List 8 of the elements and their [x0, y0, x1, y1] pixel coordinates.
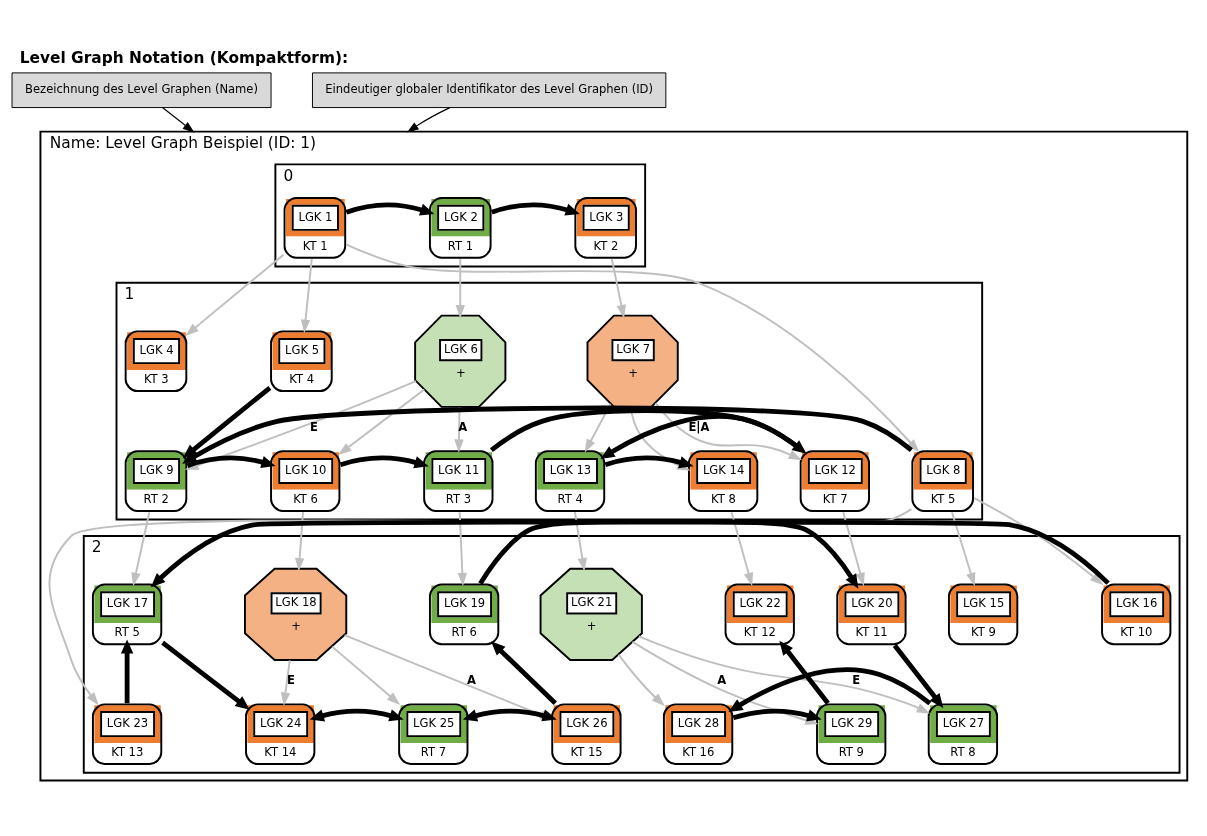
- edge-label: A: [458, 419, 468, 434]
- edge-label: E: [286, 672, 295, 687]
- edge-label: E: [310, 419, 318, 434]
- edge-label: A: [717, 672, 727, 687]
- edge-label: E|A: [688, 419, 710, 434]
- edge-label: E: [852, 672, 861, 687]
- diagram-title: Level Graph Notation (Kompaktform):: [19, 49, 349, 68]
- edge-label: A: [467, 672, 476, 687]
